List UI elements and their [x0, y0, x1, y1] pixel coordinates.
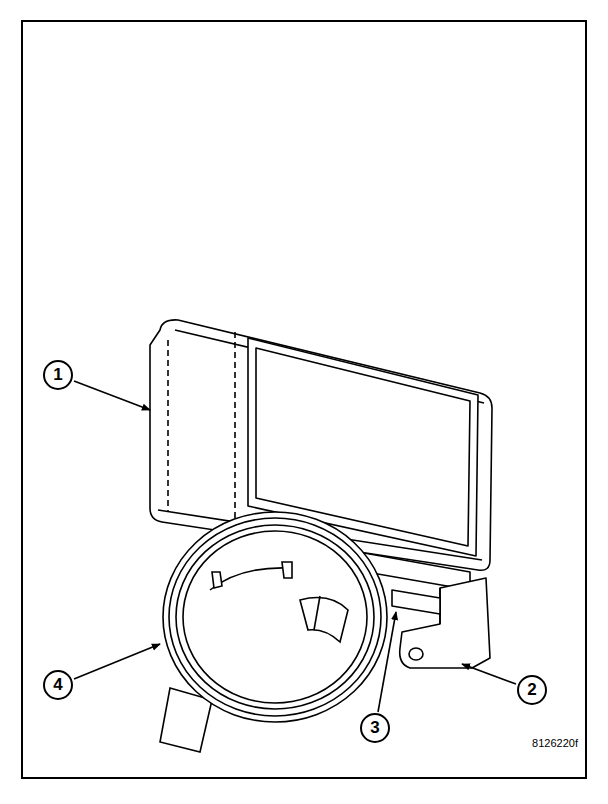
callout-number: 2: [517, 675, 547, 705]
callout-number: 4: [43, 670, 73, 700]
ring: [160, 512, 387, 752]
leader-lines: [74, 381, 516, 712]
callout-number: 1: [43, 360, 73, 390]
callout-number: 3: [360, 713, 390, 743]
figure-id: 8126220f: [532, 737, 578, 749]
frame: [22, 21, 586, 778]
